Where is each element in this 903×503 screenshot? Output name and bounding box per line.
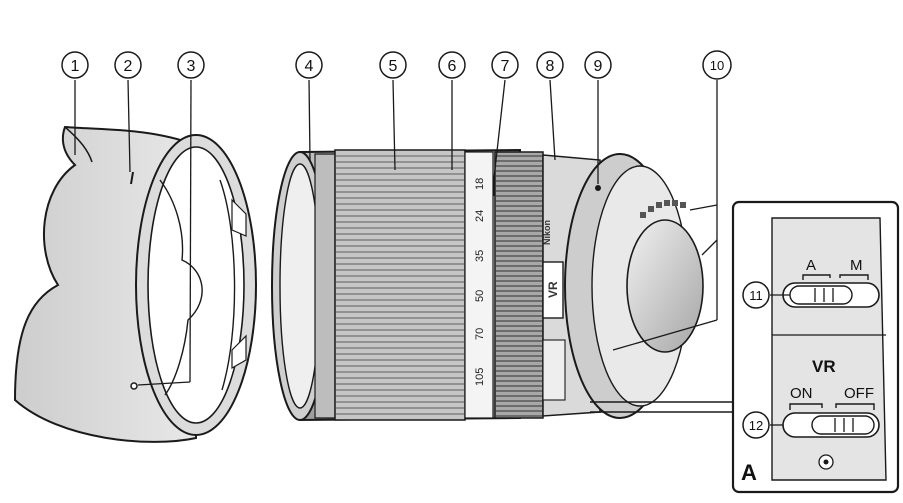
zoom-ring — [335, 150, 465, 420]
lens-barrel: 18 24 35 50 70 105 Nikon VR ∞ m — [272, 150, 703, 420]
callout-7: 7 — [492, 52, 518, 78]
callout-1-label: 1 — [71, 58, 80, 75]
callout-3: 3 — [178, 52, 204, 78]
brand-mark: Nikon — [542, 220, 552, 245]
vr-switch-title: VR — [812, 357, 836, 376]
focal-mark-18: 18 — [474, 178, 486, 190]
focal-mark-105: 105 — [474, 368, 486, 386]
vr-label-on: ON — [790, 385, 813, 402]
callout-8: 8 — [537, 52, 563, 78]
focal-mark-35: 35 — [474, 250, 486, 262]
callout-2: 2 — [115, 52, 141, 78]
inset-panel-letter: A — [741, 460, 757, 485]
callout-11: 11 — [743, 282, 769, 308]
vr-label-off: OFF — [844, 385, 874, 402]
callout-6: 6 — [439, 52, 465, 78]
focal-mark-70: 70 — [474, 328, 486, 340]
callout-4-label: 4 — [305, 58, 314, 75]
focus-mode-label-m: M — [850, 257, 863, 274]
focal-mark-24: 24 — [474, 210, 486, 222]
callout-5-label: 5 — [389, 58, 398, 75]
switch-cluster — [543, 340, 565, 400]
focal-mark-50: 50 — [474, 290, 486, 302]
callout-1: 1 — [62, 52, 88, 78]
callout-2-label: 2 — [124, 58, 133, 75]
lens-hood — [15, 127, 256, 442]
callout-3-label: 3 — [187, 58, 196, 75]
callout-7-label: 7 — [501, 58, 510, 75]
callout-8-label: 8 — [546, 58, 555, 75]
callout-9: 9 — [585, 52, 611, 78]
callout-10: 10 — [703, 51, 731, 79]
callout-6-label: 6 — [448, 58, 457, 75]
callout-9-label: 9 — [594, 58, 603, 75]
vr-switch-knob[interactable] — [812, 416, 874, 434]
vr-badge-label: VR — [546, 281, 560, 298]
callout-12: 12 — [743, 412, 769, 438]
callout-10-label: 10 — [710, 58, 724, 73]
callout-4: 4 — [296, 52, 322, 78]
mounting-mark — [595, 185, 601, 191]
callout-5: 5 — [380, 52, 406, 78]
focus-mode-switch-knob[interactable] — [790, 286, 852, 304]
focus-ring — [495, 152, 543, 418]
rear-lens-element — [627, 220, 703, 352]
hood-mounting-index — [131, 383, 137, 389]
focus-mode-label-a: A — [806, 257, 816, 274]
callout-11-label: 11 — [749, 288, 763, 303]
inset-panel-a: A M VR ON OFF A — [733, 202, 898, 492]
callout-12-label: 12 — [749, 418, 763, 433]
